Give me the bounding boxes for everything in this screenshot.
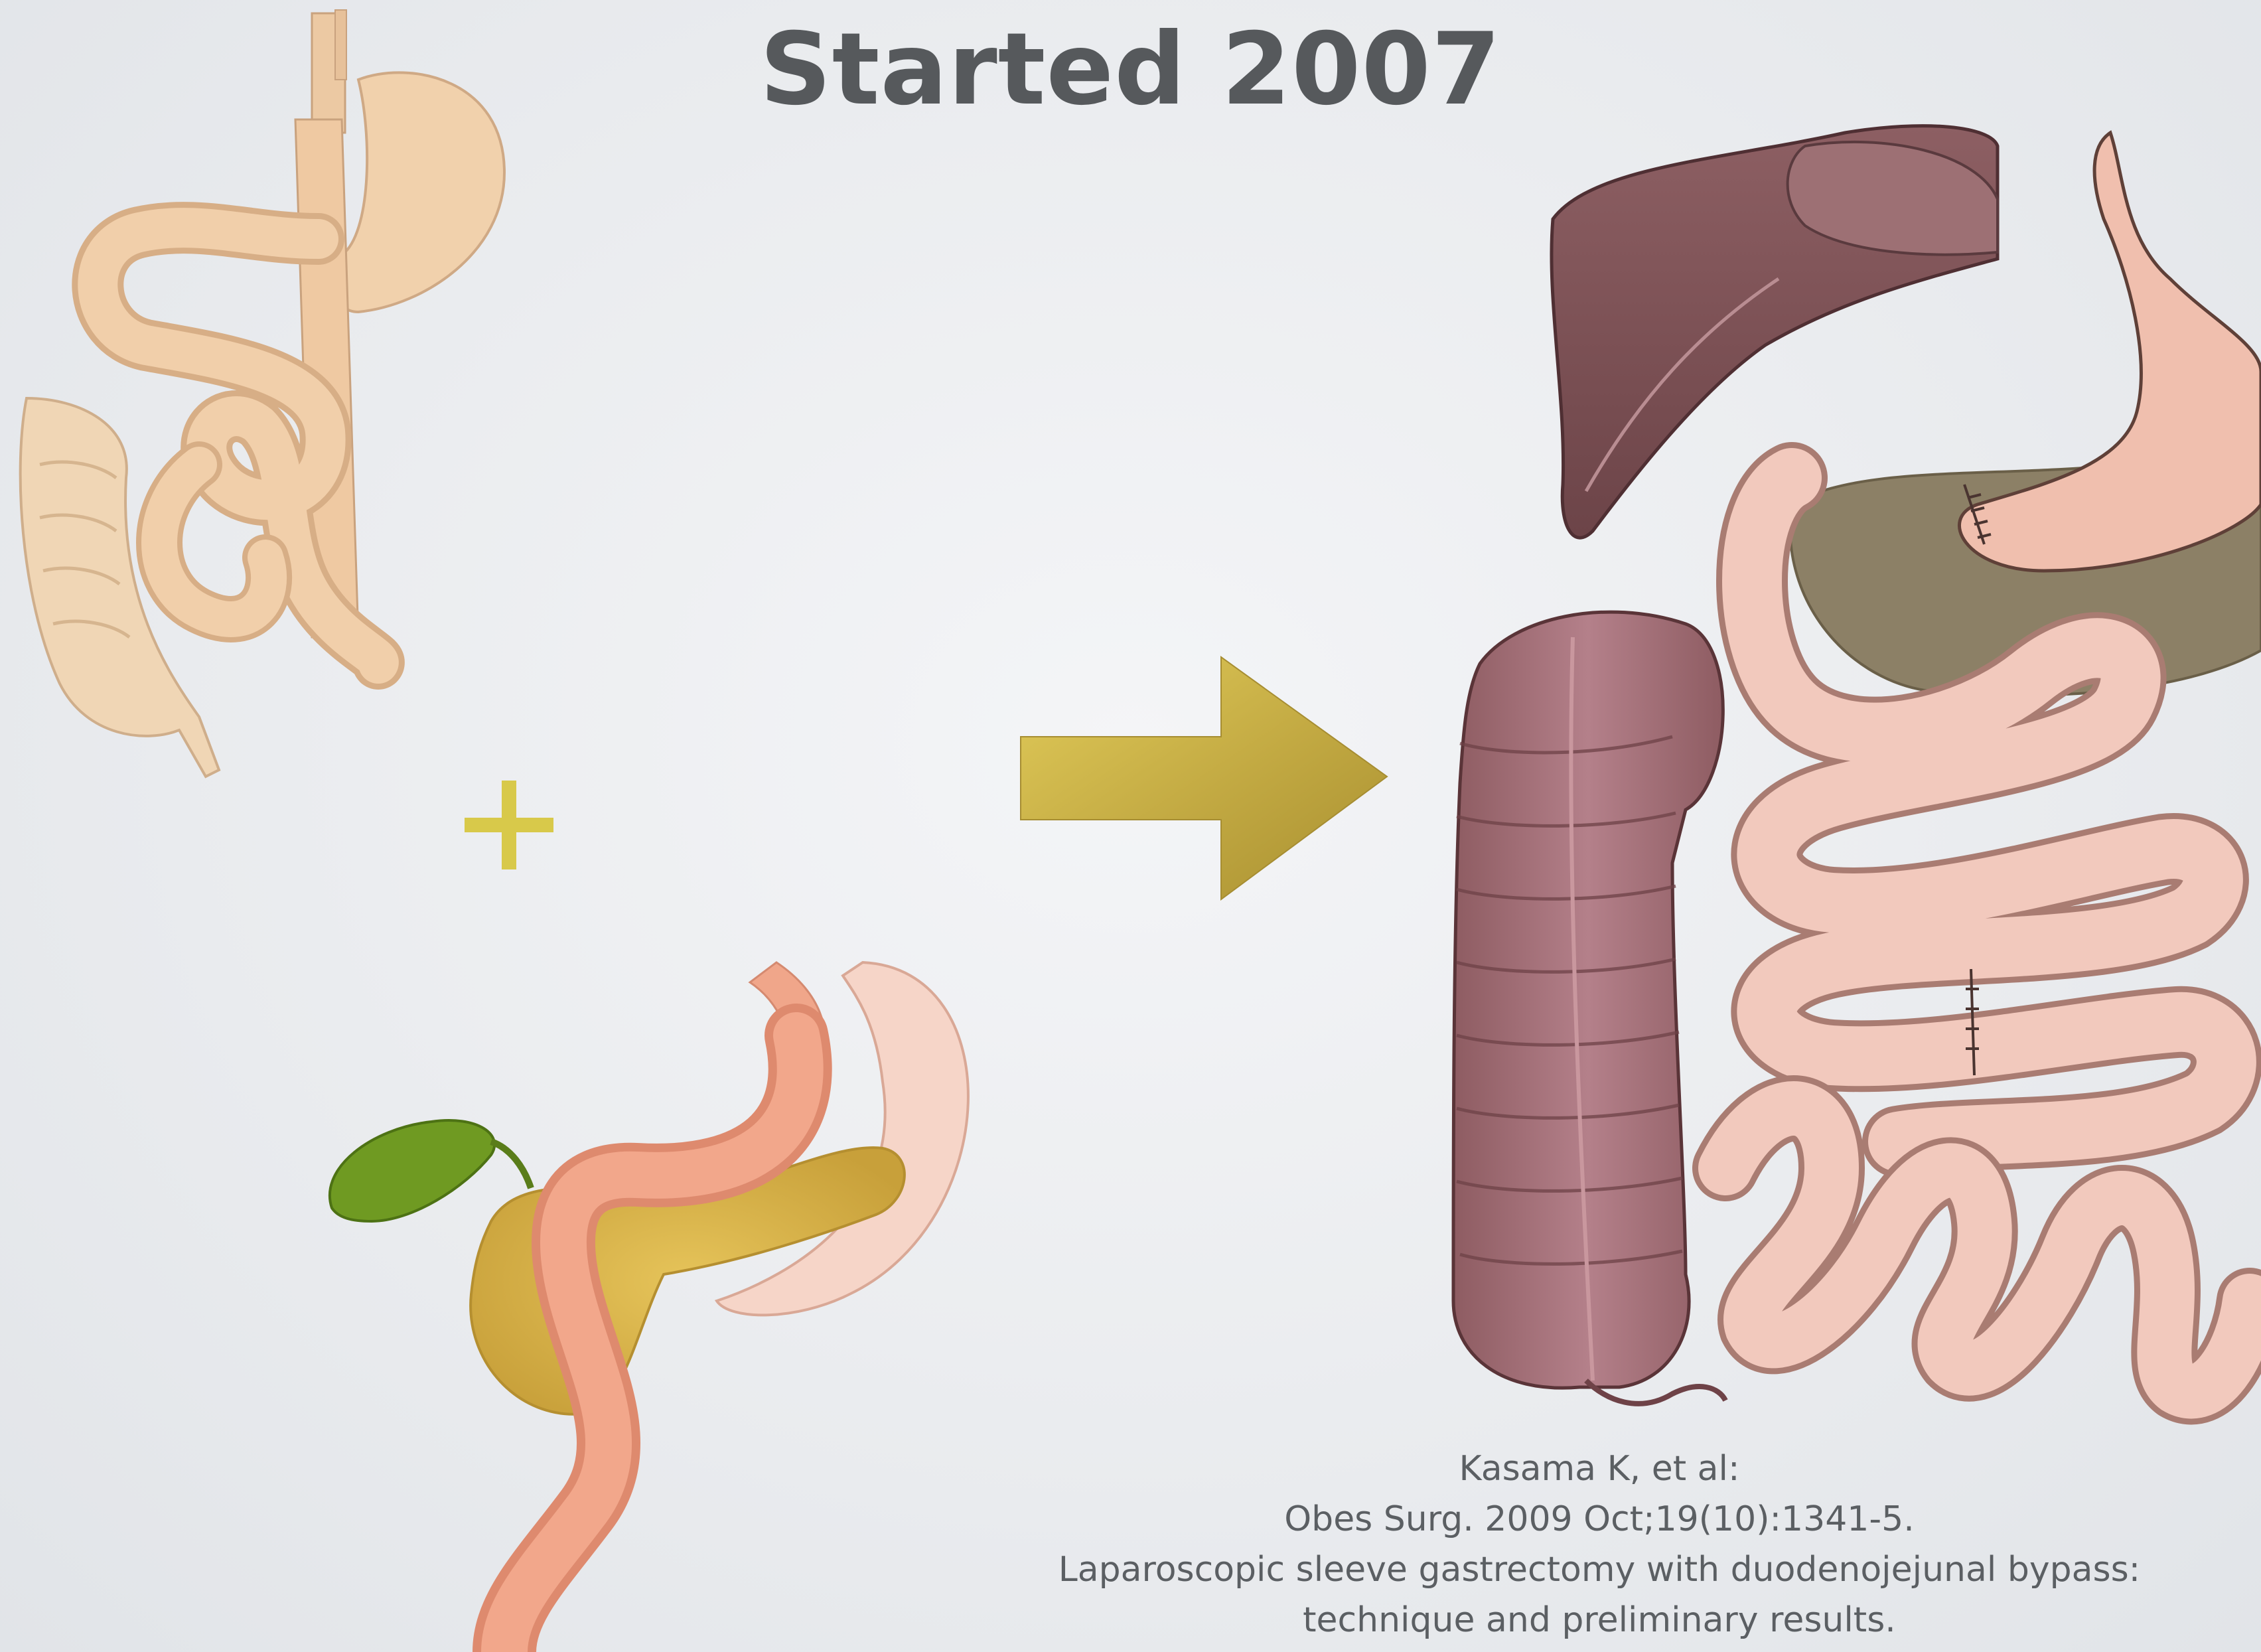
citation-title-line-1: Laparoscopic sleeve gastrectomy with duo…: [1035, 1544, 2163, 1595]
citation-block: Kasama K, et al: Obes Surg. 2009 Oct;19(…: [1035, 1444, 2163, 1645]
citation-authors: Kasama K, et al:: [1035, 1444, 2163, 1494]
plus-icon: [465, 781, 553, 869]
sleeve-gastrectomy-figure: [21, 10, 504, 777]
citation-title-line-2: technique and preliminary results.: [1035, 1595, 2163, 1645]
arrow-right-icon: [1021, 657, 1387, 899]
duodenal-bypass-figure: [330, 962, 968, 1652]
citation-journal: Obes Surg. 2009 Oct;19(10):1341-5.: [1035, 1494, 2163, 1544]
postoperative-anatomy-figure: [1453, 126, 2261, 1404]
